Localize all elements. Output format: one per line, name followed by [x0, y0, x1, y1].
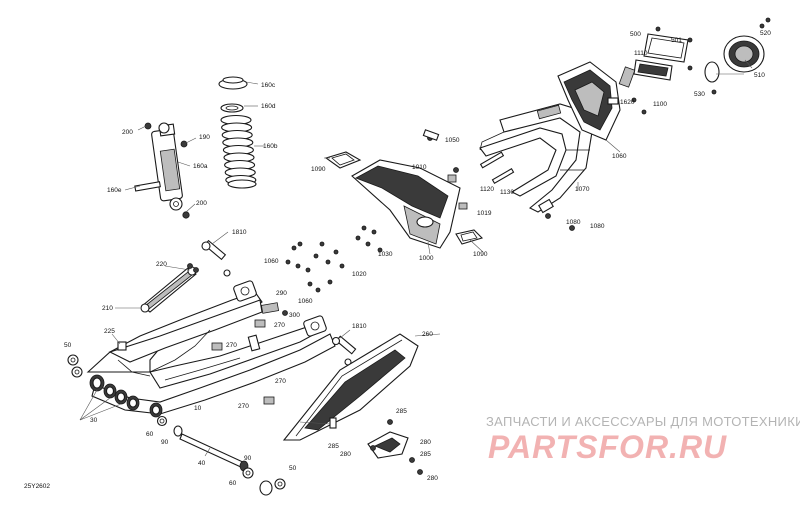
callout-1060-right: 1060: [612, 153, 627, 160]
callout-270-d: 270: [238, 403, 249, 410]
callout-1030: 1030: [378, 251, 393, 258]
callout-280-b: 280: [420, 439, 431, 446]
callout-500: 500: [630, 31, 641, 38]
watermark-logo: PARTSFOR.RU: [488, 429, 727, 465]
callout-1810-lower: 1810: [352, 323, 367, 330]
callout-1019: 1019: [477, 210, 492, 217]
callout-290: 290: [276, 290, 287, 297]
pivot-bearings: [67, 354, 183, 437]
callout-270-c: 270: [275, 378, 286, 385]
callout-1100: 1100: [653, 101, 667, 108]
callout-10: 10: [194, 405, 202, 412]
callout-160c: 160c: [261, 82, 276, 89]
fender-gasket-lower: [455, 229, 484, 245]
callout-60-lower: 60: [229, 480, 237, 487]
diagram-code: 25Y2602: [24, 483, 50, 490]
callout-160e: 160e: [107, 187, 122, 194]
callout-270-a: 270: [274, 322, 285, 329]
callout-40: 40: [198, 460, 206, 467]
callout-1010: 1010: [412, 164, 427, 171]
chain-guard: [282, 333, 419, 441]
callout-280-c: 280: [427, 475, 438, 482]
callout-90-upper: 90: [161, 439, 169, 446]
callout-30: 30: [90, 417, 98, 424]
callout-1090-upper: 1090: [311, 166, 326, 173]
callout-labels: 160c 160d 160b 160a 160e 200 190 200 181…: [64, 30, 771, 487]
license-plate-holder: [633, 26, 693, 81]
callout-285-b: 285: [328, 443, 339, 450]
callout-1000: 1000: [419, 255, 434, 262]
fender-fasteners: [285, 135, 575, 293]
callout-90-lower: 90: [244, 455, 252, 462]
callout-1080-a: 1080: [566, 219, 581, 226]
callout-60-upper: 60: [146, 431, 154, 438]
callout-50-right: 50: [289, 465, 297, 472]
callout-210: 210: [102, 305, 113, 312]
callout-190: 190: [199, 134, 210, 141]
callout-160b: 160b: [263, 143, 278, 150]
callout-1090-lower: 1090: [473, 251, 488, 258]
watermark: ЗАПЧАСТИ И АКСЕССУАРЫ ДЛЯ МОТОТЕХНИКИ PA…: [486, 414, 800, 465]
pivot-bolt-upper: [201, 239, 231, 277]
callout-200-upper: 200: [122, 129, 133, 136]
callout-501: 501: [671, 37, 682, 44]
callout-160a: 160a: [193, 163, 208, 170]
shock-absorber: [134, 122, 190, 219]
callout-520: 520: [760, 30, 771, 37]
callout-1060-left: 1060: [264, 258, 279, 265]
rear-fender: [351, 159, 461, 249]
callout-530: 530: [694, 91, 705, 98]
watermark-caption: ЗАПЧАСТИ И АКСЕССУАРЫ ДЛЯ МОТОТЕХНИКИ: [486, 414, 800, 429]
callout-1810-upper: 1810: [232, 229, 247, 236]
callout-225: 225: [104, 328, 115, 335]
callout-1020: 1020: [352, 271, 367, 278]
callout-1110: 1110: [634, 50, 648, 57]
callout-270-b: 270: [226, 342, 237, 349]
link-arm: [140, 263, 199, 313]
chain-slider: [367, 419, 423, 475]
rear-rack: [479, 103, 593, 219]
callout-1130: 1130: [500, 189, 514, 196]
spring-assembly: [218, 76, 257, 189]
callout-300: 300: [289, 312, 300, 319]
leader-lines: [79, 59, 753, 457]
taillight-bracket: [557, 61, 621, 141]
callout-285-a: 285: [396, 408, 407, 415]
tail-lamp: [704, 17, 771, 95]
callout-200-lower: 200: [196, 200, 207, 207]
rack-spacer: [422, 129, 515, 184]
callout-280-a: 280: [340, 451, 351, 458]
callout-1620: 1620: [620, 99, 635, 106]
brake-line-clamps: [211, 302, 288, 405]
callout-1070: 1070: [575, 186, 590, 193]
callout-1120: 1120: [480, 186, 494, 193]
callout-1060-lower: 1060: [298, 298, 313, 305]
pivot-bolt-lower: [331, 335, 357, 366]
callout-50-left: 50: [64, 342, 72, 349]
callout-285-c: 285: [420, 451, 431, 458]
callout-1080-b: 1080: [590, 223, 605, 230]
callout-160d: 160d: [261, 103, 276, 110]
swingarm-axle: [179, 433, 286, 496]
callout-510: 510: [754, 72, 765, 79]
callout-260: 260: [422, 331, 433, 338]
reflector-bracket: [618, 66, 647, 115]
callout-220: 220: [156, 261, 167, 268]
callout-1050: 1050: [445, 137, 460, 144]
fender-gasket-upper: [324, 151, 362, 169]
